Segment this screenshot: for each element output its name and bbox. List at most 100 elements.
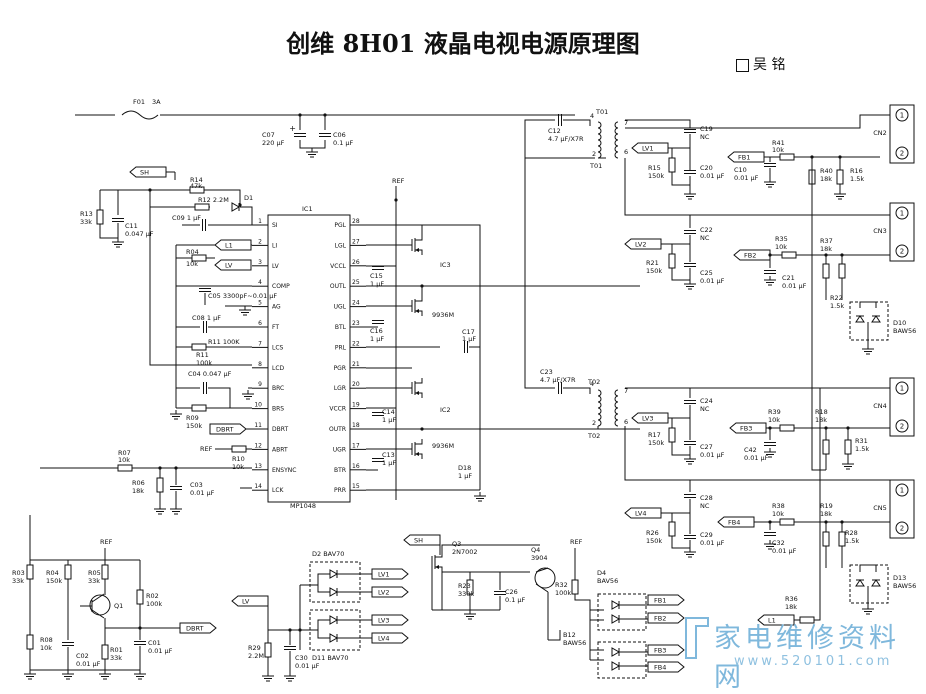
wire xyxy=(671,442,691,456)
cap-value: 0.01 μF xyxy=(700,277,725,285)
ic1-pin-number: 28 xyxy=(352,218,360,225)
cap-value: 4.7 μF/X7R xyxy=(548,135,584,143)
ic1-pin-number: 21 xyxy=(352,361,360,368)
ic1-pin-number: 20 xyxy=(352,381,360,388)
cap-value: 0.1 μF xyxy=(505,596,526,604)
wire xyxy=(415,439,423,445)
cap-value: 0.01 μF xyxy=(295,662,320,670)
connector-pin-label: 1 xyxy=(900,487,904,495)
wire xyxy=(625,114,890,129)
res-value: 18k xyxy=(820,245,832,253)
ic1-pin-name: LGL xyxy=(335,242,347,249)
res-ref: R03 xyxy=(12,569,25,577)
ic1-ref: IC1 xyxy=(302,205,313,213)
junction-dot xyxy=(824,426,828,430)
junction-dot xyxy=(846,426,850,430)
diode-ref: D11 BAV70 xyxy=(312,654,349,662)
ic1-pin-number: 4 xyxy=(258,279,262,286)
ic1-part: MP1048 xyxy=(290,502,316,510)
net-fb1-bottom xyxy=(647,594,685,606)
diode-d2-icon xyxy=(329,587,339,597)
cap-ref: C19 xyxy=(700,125,713,133)
wire xyxy=(640,214,691,228)
cap-value: 0.01 μF xyxy=(76,660,101,668)
net-fb3-text: FB3 xyxy=(740,425,752,433)
diode-d13-icon xyxy=(871,579,881,587)
wire xyxy=(671,172,691,186)
transformer-winding xyxy=(597,389,602,427)
res-value: 10k xyxy=(186,260,198,268)
ic1-pin-name: BRC xyxy=(272,385,284,392)
cap-value: 1 μF xyxy=(382,459,396,467)
res-ref: R23 xyxy=(458,582,471,590)
res-value: 150k xyxy=(46,577,62,585)
ic1-pin-name: PGL xyxy=(334,222,346,229)
res-ref: R32 xyxy=(555,581,568,589)
t01-pin: 2 xyxy=(592,150,596,158)
cap-ref: C21 xyxy=(782,274,795,282)
connector-pin xyxy=(895,483,909,497)
connector-pin xyxy=(895,521,909,535)
resistor xyxy=(101,644,109,660)
connector-pin-label: 2 xyxy=(900,150,904,158)
ic1-pin-name: PGR xyxy=(334,365,346,372)
fuse-label: F01 xyxy=(133,98,145,106)
net-lv3-bottom-text: LV3 xyxy=(378,617,390,625)
wire xyxy=(91,609,105,619)
component-outline xyxy=(597,641,647,679)
res-value: 1.5k xyxy=(850,175,864,183)
res-value: 10k xyxy=(232,463,244,471)
diode-ref: B12 xyxy=(563,631,576,639)
cap-ref: C42 xyxy=(744,446,757,454)
ic1-pin-name: LCD xyxy=(272,365,285,372)
res-ref: R38 xyxy=(772,502,785,510)
net-li-text: L1 xyxy=(225,242,233,250)
connector-label: CN4 xyxy=(873,402,887,410)
diode-d4-icon xyxy=(611,600,621,610)
ic1-pin-name: ABRT xyxy=(272,446,288,453)
res-value: 10k xyxy=(775,243,787,251)
wire xyxy=(415,296,423,302)
wire xyxy=(317,585,330,593)
net-lv2-text: LV2 xyxy=(635,241,647,249)
res-ref: R15 xyxy=(648,164,661,172)
resistor xyxy=(668,521,676,537)
res-ref: R29 xyxy=(248,644,261,652)
res-ref: R17 xyxy=(648,431,661,439)
cap-value: NC xyxy=(700,234,710,242)
wire xyxy=(814,388,821,621)
ic1-pin-number: 10 xyxy=(254,402,262,409)
diode-d4-icon xyxy=(611,614,621,624)
res-value: 18k xyxy=(820,175,832,183)
wire xyxy=(240,206,253,225)
cap-ref: C26 xyxy=(505,588,518,596)
wire xyxy=(300,619,330,631)
net-fb3-bottom-text: FB3 xyxy=(654,647,666,655)
res-value: 1.5k xyxy=(855,445,869,453)
ic1-pin-name: PRR xyxy=(334,487,346,494)
res-value: 330k xyxy=(458,590,474,598)
resistor xyxy=(117,464,133,472)
resistor xyxy=(838,263,846,279)
ic1-pin-name: BRS xyxy=(272,406,284,413)
t02-pin: 4 xyxy=(590,380,594,388)
transistor-q1-icon xyxy=(89,594,111,616)
net-fb2-text: FB2 xyxy=(744,252,756,260)
connector-pin-label: 2 xyxy=(900,248,904,256)
ic1-pin-number: 25 xyxy=(352,279,360,286)
res-value: 1.5k xyxy=(845,537,859,545)
wire xyxy=(524,286,555,389)
res-value: 10k xyxy=(118,456,130,464)
res-value: 150k xyxy=(648,439,664,447)
connector-pin-label: 1 xyxy=(900,112,904,120)
diode-d13-icon xyxy=(855,579,865,587)
net-ref-q1: REF xyxy=(100,538,113,546)
connector-pin xyxy=(895,244,909,258)
res-ref: R37 xyxy=(820,237,833,245)
res-value: 150k xyxy=(186,422,202,430)
res-value: 18k xyxy=(785,603,797,611)
component-outline xyxy=(309,561,361,603)
connector-label: CN3 xyxy=(873,227,887,235)
connector-pin xyxy=(895,108,909,122)
ic1-pin-name: LV xyxy=(272,263,280,270)
